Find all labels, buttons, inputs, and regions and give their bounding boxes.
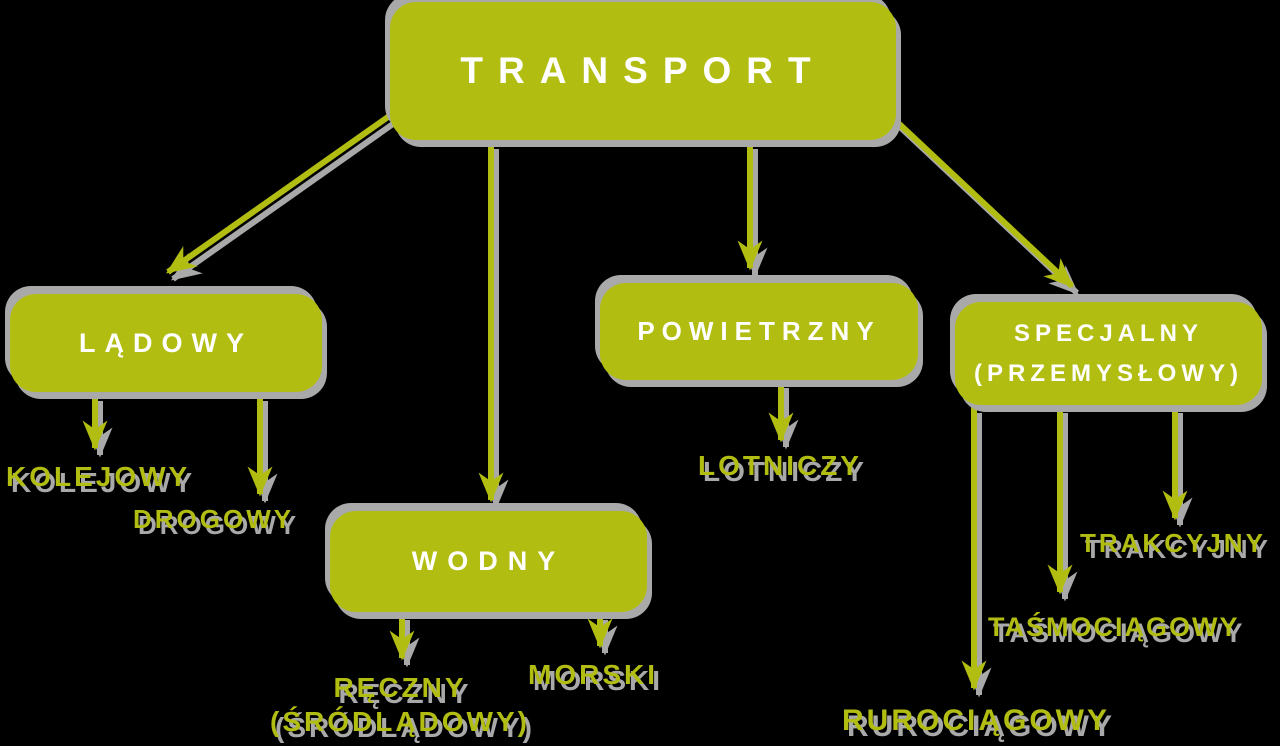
node-specjalny-line1: SPECJALNY bbox=[1013, 319, 1204, 347]
node-wodny: WODNY bbox=[330, 511, 647, 612]
node-reczny-line2: (ŚRÓDLĄDOWY) bbox=[270, 706, 530, 737]
arrow-shadow-transport-ladowy bbox=[170, 116, 402, 282]
node-lotniczy: LOTNICZY bbox=[698, 450, 862, 481]
arrow-transport-ladowy bbox=[165, 109, 397, 275]
node-kolejowy: KOLEJOWY bbox=[6, 461, 191, 492]
arrow-transport-specjalny bbox=[875, 101, 1075, 289]
node-reczny-line1: RĘCZNY bbox=[333, 672, 467, 703]
node-transport: TRANSPORT bbox=[390, 2, 896, 140]
node-drogowy: DROGOWY bbox=[133, 504, 295, 534]
node-ladowy: LĄDOWY bbox=[10, 294, 322, 392]
node-powietrzny-label: POWIETRZNY bbox=[637, 316, 881, 346]
node-trakcyjny: TRAKCYJNY bbox=[1080, 528, 1266, 558]
node-tasmociagowy: TAŚMOCIĄGOWY bbox=[988, 612, 1240, 642]
node-ladowy-label: LĄDOWY bbox=[79, 327, 253, 358]
node-specjalny-line2: (PRZEMYSŁOWY) bbox=[974, 359, 1243, 387]
node-specjalny: SPECJALNY (PRZEMYSŁOWY) bbox=[955, 302, 1262, 405]
node-transport-label: TRANSPORT bbox=[460, 50, 826, 91]
node-wodny-label: WODNY bbox=[411, 546, 566, 576]
node-rurociagowy: RUROCIĄGOWY bbox=[842, 704, 1110, 737]
node-morski: MORSKI bbox=[528, 659, 658, 690]
node-reczny: RĘCZNY (ŚRÓDLĄDOWY) bbox=[250, 671, 550, 739]
arrow-layer bbox=[82, 101, 1188, 691]
node-powietrzny: POWIETRZNY bbox=[600, 283, 918, 380]
